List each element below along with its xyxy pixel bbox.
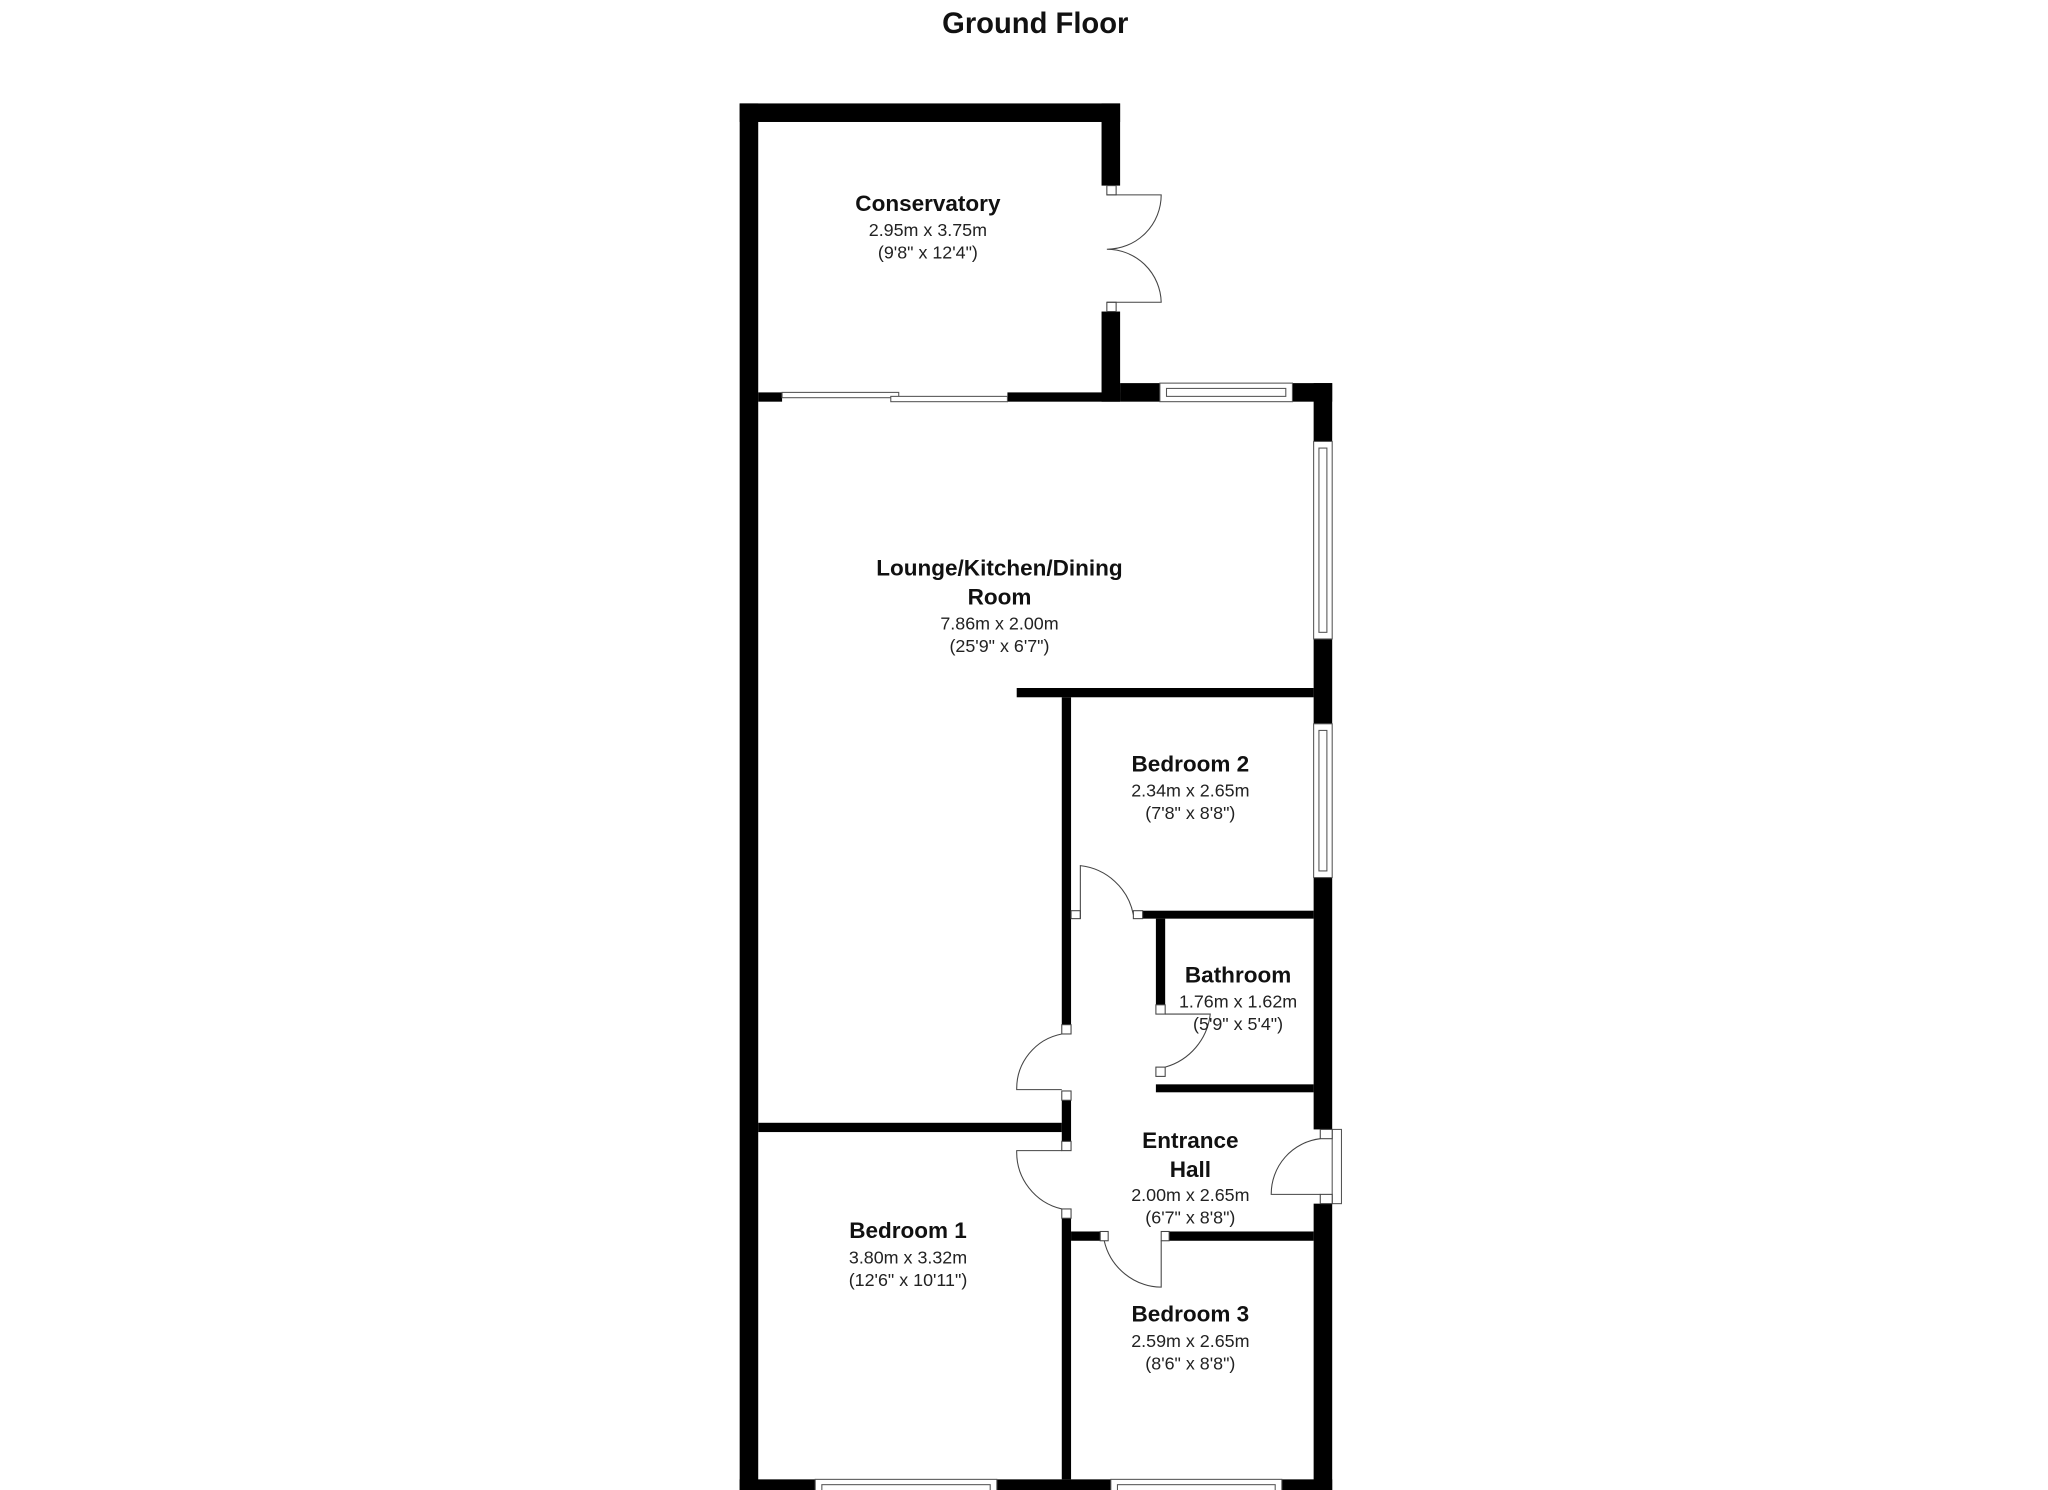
room-size-imperial: (8'6" x 8'8") (1145, 1353, 1235, 1373)
walls (739, 103, 1333, 1490)
room-bedroom-1: Bedroom 1 3.80m x 3.32m (12'6" x 10'11") (849, 1218, 968, 1290)
room-name-line2: Room (968, 584, 1032, 609)
room-lounge: Lounge/Kitchen/Dining Room 7.86m x 2.00m… (876, 555, 1122, 656)
room-name: Bedroom 1 (849, 1218, 967, 1243)
room-bedroom-2: Bedroom 2 2.34m x 2.65m (7'8" x 8'8") (1131, 752, 1249, 824)
room-size-imperial: (9'8" x 12'4") (878, 243, 978, 263)
room-name: Bathroom (1185, 962, 1291, 987)
room-size-metric: 2.95m x 3.75m (869, 220, 987, 240)
room-name: Lounge/Kitchen/Dining (876, 555, 1122, 580)
room-bathroom: Bathroom 1.76m x 1.62m (5'9" x 5'4") (1179, 962, 1297, 1034)
room-name-line2: Hall (1170, 1157, 1211, 1182)
room-size-metric: 2.00m x 2.65m (1131, 1185, 1249, 1205)
room-size-metric: 2.34m x 2.65m (1131, 781, 1249, 801)
room-name: Bedroom 2 (1132, 752, 1250, 777)
room-size-imperial: (5'9" x 5'4") (1193, 1014, 1283, 1034)
room-name: Entrance (1142, 1128, 1238, 1153)
room-conservatory: Conservatory 2.95m x 3.75m (9'8" x 12'4"… (855, 191, 1001, 263)
windows (781, 382, 1343, 1490)
floor-title: Ground Floor (942, 8, 1128, 40)
room-size-imperial: (6'7" x 8'8") (1145, 1208, 1235, 1228)
room-size-imperial: (12'6" x 10'11") (849, 1270, 968, 1290)
room-size-imperial: (7'8" x 8'8") (1145, 803, 1235, 823)
room-size-imperial: (25'9" x 6'7") (949, 636, 1049, 656)
doors (1016, 185, 1333, 1288)
room-name: Bedroom 3 (1132, 1302, 1250, 1327)
room-size-metric: 3.80m x 3.32m (849, 1247, 967, 1267)
room-size-metric: 7.86m x 2.00m (940, 614, 1058, 634)
room-size-metric: 1.76m x 1.62m (1179, 991, 1297, 1011)
room-size-metric: 2.59m x 2.65m (1131, 1331, 1249, 1351)
room-entrance-hall: Entrance Hall 2.00m x 2.65m (6'7" x 8'8"… (1131, 1128, 1249, 1228)
room-name: Conservatory (855, 191, 1001, 216)
room-bedroom-3: Bedroom 3 2.59m x 2.65m (8'6" x 8'8") (1131, 1302, 1249, 1374)
